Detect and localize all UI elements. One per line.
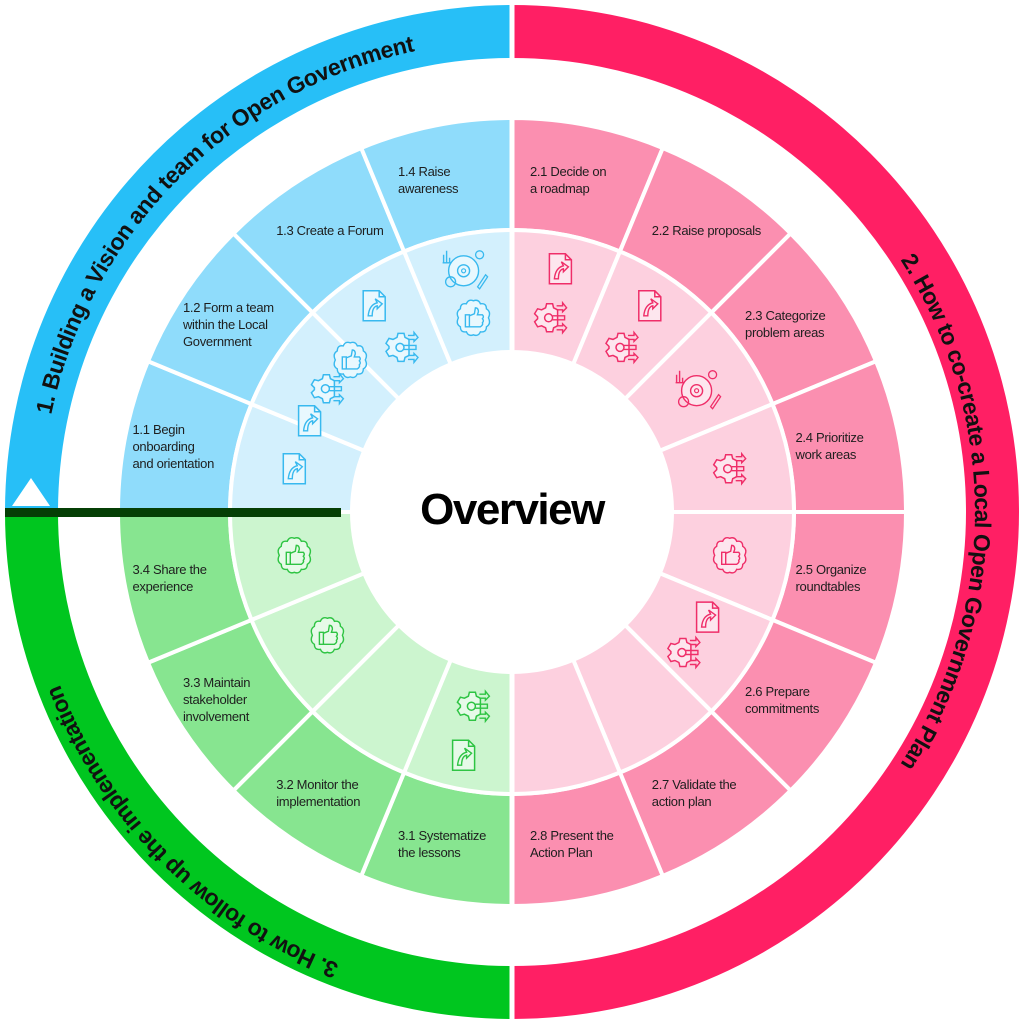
document-arrow-icon [548,253,573,285]
gear-arrows-icon [712,451,747,486]
center-circle [352,352,672,672]
segment-label: 1.4 Raise awareness [398,164,459,197]
gear-arrows-icon [310,371,345,406]
icon-ring [227,227,797,797]
section-divider [5,508,341,517]
document-arrow-icon [695,601,720,633]
segment-label: 2.1 Decide on a roadmap [529,164,607,197]
gear-arrows-icon [533,300,568,335]
section-ring-cocreate [512,5,1019,1019]
segment-label: 2.3 Categorize problem areas [745,308,826,341]
document-arrow-icon [282,452,307,485]
document-arrow-icon [297,405,322,437]
thumbs-up-icon [310,617,345,654]
section-ring-followup [5,512,512,1019]
segment-label: 3.4 Share the experience [132,561,207,594]
center-title: Overview [420,485,605,534]
thumbs-up-icon [277,537,312,574]
arrow-up-icon [12,478,50,506]
segment-label: 1.1 Begin onboarding and orientation [132,421,214,471]
segment-label: 1.3 Create a Forum [276,223,384,239]
segment-label: 2.6 Prepare commitments [745,683,820,716]
document-arrow-icon [638,290,662,322]
segment-label: 2.8 Present the Action Plan [529,827,614,860]
icons [277,0,747,1024]
section-ring-vision [5,5,512,512]
thumbs-up-icon [712,537,747,574]
segment-label: 3.3 Maintain stakeholder involvement [182,675,251,725]
chart-gear-icon [675,370,722,410]
segment-label: 3.2 Monitor the implementation [276,777,361,810]
segment-label: 2.7 Validate the action plan [651,777,737,810]
segment-label: 1.2 Form a team within the Local Governm… [182,299,274,349]
segment-label: 2.4 Prioritize work areas [795,430,864,463]
gear-arrows-icon [385,330,419,365]
document-arrow-icon [362,290,386,322]
segment-label: 2.2 Raise proposals [651,223,762,239]
gear-arrows-icon [456,689,491,724]
outer-ring [5,5,1019,1019]
segment-label: 3.1 Systematize the lessons [398,827,487,860]
thumbs-up-icon [333,341,368,379]
thumbs-up-icon [456,299,491,337]
document-arrow-icon [451,739,476,771]
chart-gear-icon [442,250,489,290]
segment-label: 2.5 Organize roundtables [795,561,867,594]
gear-arrows-icon [666,635,701,670]
gear-arrows-icon [605,330,639,365]
